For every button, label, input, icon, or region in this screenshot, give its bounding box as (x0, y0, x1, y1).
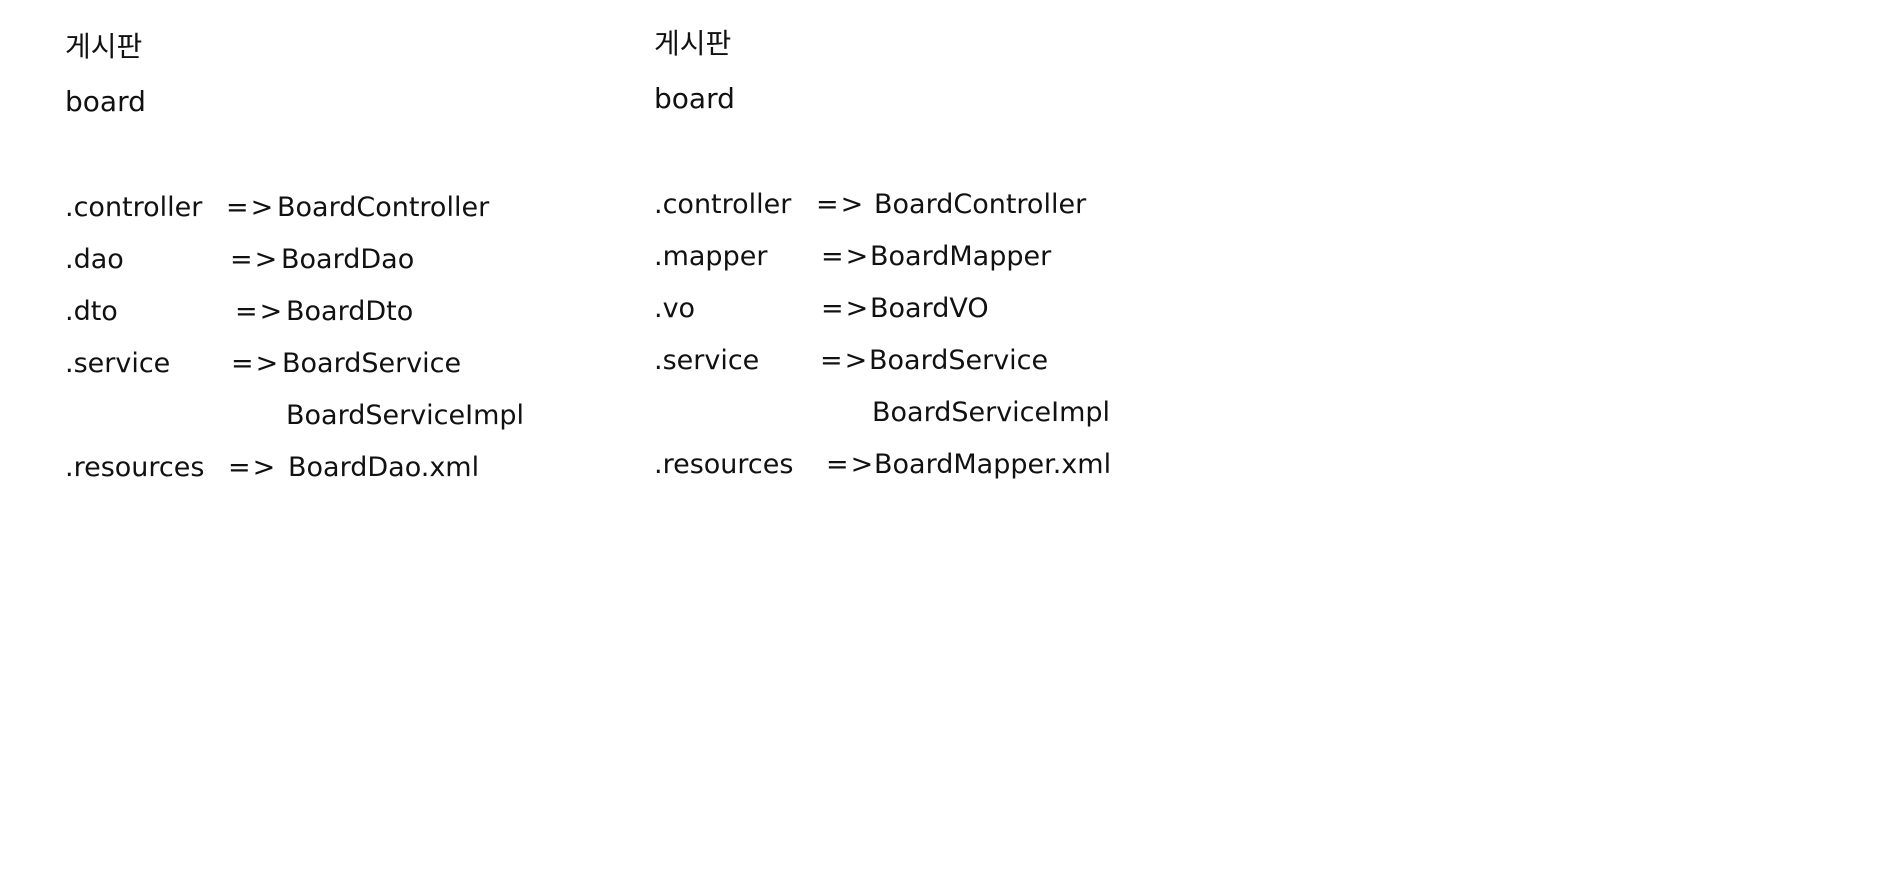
package-name: .service (65, 348, 171, 379)
class-name: BoardController (277, 192, 490, 223)
package-name: .dto (65, 296, 118, 327)
arrow-symbol: => (820, 345, 870, 376)
package-name: .resources (65, 452, 205, 483)
class-name: BoardServiceImpl (286, 400, 525, 431)
right-subtitle: board (654, 82, 735, 115)
right-title: 게시판 (654, 27, 732, 60)
class-name: BoardDao (281, 244, 415, 275)
arrow-symbol: => (228, 452, 278, 483)
arrow-symbol: => (821, 293, 871, 324)
class-name: BoardMapper.xml (874, 449, 1112, 480)
class-name: BoardServiceImpl (872, 397, 1111, 428)
arrow-symbol: => (226, 192, 276, 223)
class-name: BoardService (282, 348, 462, 379)
arrow-symbol: => (826, 449, 876, 480)
left-subtitle: board (65, 85, 146, 118)
class-name: BoardDao.xml (288, 452, 480, 483)
package-name: .controller (65, 192, 203, 223)
left-title: 게시판 (65, 30, 143, 63)
class-name: BoardMapper (870, 241, 1052, 272)
class-name: BoardDto (286, 296, 414, 327)
package-name: .resources (654, 449, 794, 480)
package-name: .vo (654, 293, 696, 324)
class-name: BoardVO (870, 293, 989, 324)
package-name: .dao (65, 244, 124, 275)
arrow-symbol: => (816, 189, 866, 220)
package-name: .mapper (654, 241, 768, 272)
package-name: .controller (654, 189, 792, 220)
package-name: .service (654, 345, 760, 376)
class-name: BoardController (874, 189, 1087, 220)
class-name: BoardService (869, 345, 1049, 376)
arrow-symbol: => (231, 348, 281, 379)
arrow-symbol: => (821, 241, 871, 272)
arrow-symbol: => (230, 244, 280, 275)
arrow-symbol: => (235, 296, 285, 327)
